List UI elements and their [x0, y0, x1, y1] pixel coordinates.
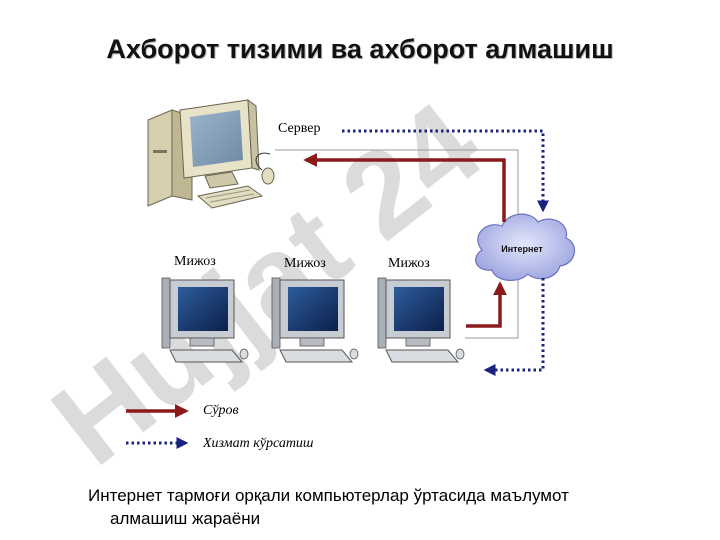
slide-title: Ахборот тизими ва ахборот алмашиш	[106, 34, 614, 64]
client-label: Мижоз	[284, 256, 326, 271]
client-label: Мижоз	[174, 254, 216, 269]
server-link-line	[275, 149, 519, 218]
legend-service-label: Хизмат кўрсатиш	[203, 436, 314, 451]
service-arrow-from-server	[342, 129, 549, 213]
internet-label: Интернет	[501, 244, 543, 254]
client-label: Мижоз	[388, 256, 430, 271]
service-arrow-to-clients	[483, 278, 545, 376]
internet-cloud-icon	[475, 213, 576, 281]
request-arrow-from-clients	[466, 281, 507, 328]
client-link-line	[465, 272, 519, 339]
legend-request-label: Сўров	[203, 403, 239, 418]
server-computer-icon	[147, 98, 275, 209]
server-label: Сервер	[278, 121, 321, 136]
caption-line-1: Интернет тармоғи орқали компьютерлар ўрт…	[88, 486, 569, 505]
request-arrow-to-server	[303, 153, 506, 222]
client-computer-icon	[271, 277, 359, 363]
client-computer-icon	[377, 277, 465, 363]
slide-caption: Интернет тармоғи орқали компьютерлар ўрт…	[88, 484, 688, 530]
caption-line-2: алмашиш жараёни	[110, 509, 261, 528]
client-computer-icon	[161, 277, 249, 363]
